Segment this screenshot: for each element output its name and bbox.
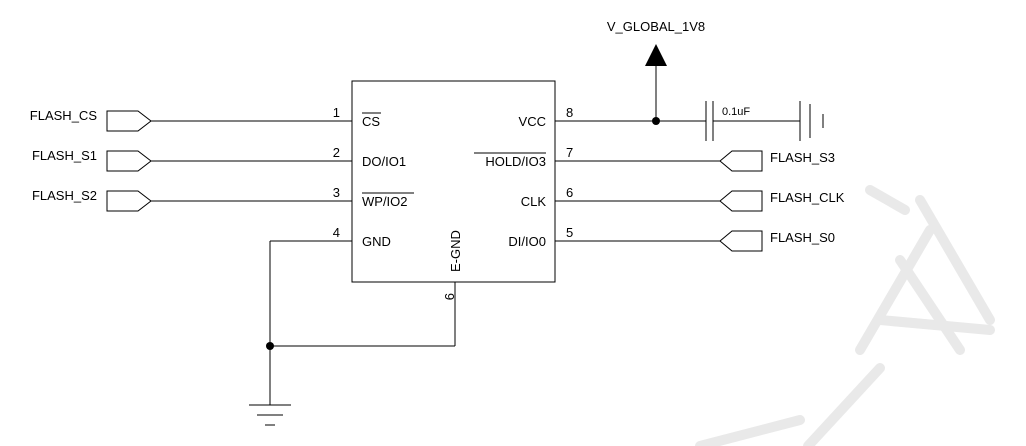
pin-name-di-io0: DI/IO0 [508, 234, 546, 249]
watermark-graphic [695, 185, 995, 446]
pin-number-2: 2 [333, 145, 340, 160]
net-label-flash-s1: FLASH_S1 [32, 148, 97, 163]
pin-name-cs: CS [362, 114, 380, 129]
net-label-flash-s2: FLASH_S2 [32, 188, 97, 203]
ic-body [351, 80, 556, 283]
port-flash-s1 [106, 150, 152, 172]
net-label-flash-s0: FLASH_S0 [770, 230, 835, 245]
pin-number-5: 5 [566, 225, 573, 240]
port-flash-s3 [719, 150, 763, 172]
pin-number-6: 6 [566, 185, 573, 200]
port-flash-s0 [719, 230, 763, 252]
port-flash-clk [719, 190, 763, 212]
capacitor-value: 0.1uF [722, 106, 750, 118]
pin-name-hold-io3: HOLD/IO3 [485, 154, 546, 169]
junction-vcc [652, 117, 660, 125]
net-label-flash-clk: FLASH_CLK [770, 190, 845, 205]
capacitor-symbol [705, 101, 824, 141]
pin-number-8: 8 [566, 105, 573, 120]
pin-name-wp-io2: WP/IO2 [362, 194, 408, 209]
junction-gnd [266, 342, 274, 350]
port-flash-cs [106, 110, 152, 132]
pin-name-e-gnd: E-GND [448, 230, 463, 272]
port-flash-s2 [106, 190, 152, 212]
pin-name-gnd: GND [362, 234, 391, 249]
pin-name-do-io1: DO/IO1 [362, 154, 406, 169]
ground-symbol [249, 404, 291, 426]
pin-name-clk: CLK [521, 194, 547, 209]
pin-number-9: 9 [442, 293, 457, 300]
power-arrow-icon [645, 44, 667, 66]
pin-number-4: 4 [333, 225, 340, 240]
pin-name-vcc: VCC [519, 114, 546, 129]
pin-number-1: 1 [333, 105, 340, 120]
net-label-flash-s3: FLASH_S3 [770, 150, 835, 165]
pin-number-7: 7 [566, 145, 573, 160]
pin-number-3: 3 [333, 185, 340, 200]
net-label-power: V_GLOBAL_1V8 [607, 19, 705, 34]
net-label-flash-cs: FLASH_CS [30, 108, 98, 123]
